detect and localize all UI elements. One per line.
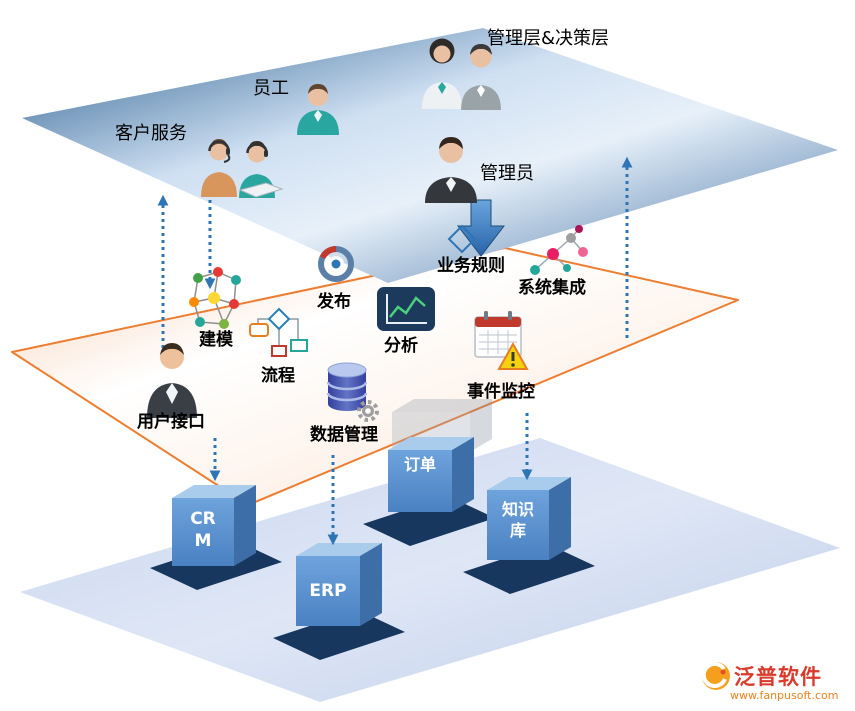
middle-layer-sheet [11, 247, 739, 506]
brand-url: www.fanpusoft.com [730, 689, 839, 702]
label-business-rules: 业务规则 [437, 256, 505, 276]
order-cube [388, 437, 474, 512]
label-data-management: 数据管理 [310, 425, 378, 445]
kb-cube [487, 477, 571, 560]
label-process: 流程 [261, 366, 295, 386]
brand-logo-icon [700, 660, 732, 692]
admin-person-icon [418, 132, 484, 204]
modeling-icon [183, 262, 249, 332]
event-monitor-calendar-icon [472, 308, 530, 372]
label-user-interface: 用户接口 [137, 412, 205, 432]
order-cube-shadow [363, 496, 495, 546]
customer-service-people-icon [194, 132, 290, 198]
user-interface-person-icon [142, 338, 202, 420]
label-system-integration: 系统集成 [518, 278, 586, 298]
process-icon [248, 306, 310, 364]
kb-cube-label: 知识库 [501, 500, 534, 540]
staff-person-icon [293, 80, 343, 136]
top-layer-sheet [22, 28, 838, 283]
label-admin: 管理员 [480, 163, 534, 184]
label-modeling: 建模 [199, 330, 233, 350]
publish-icon [316, 244, 356, 284]
flow-down-arrow-icon [447, 199, 506, 257]
kb-cube-shadow [463, 544, 595, 594]
label-management-layer: 管理层&决策层 [487, 28, 610, 49]
label-event-monitoring: 事件监控 [467, 382, 535, 402]
label-staff: 员工 [253, 78, 289, 99]
management-people-icon [414, 34, 510, 110]
integration-icon [522, 222, 590, 282]
erp-cube-label: ERP [309, 581, 347, 601]
ghost-cube [392, 399, 492, 452]
bottom-layer-sheet [20, 438, 840, 702]
analysis-chart-icon [377, 287, 435, 331]
brand-name: 泛普软件 [734, 665, 822, 689]
label-publish: 发布 [317, 292, 351, 312]
order-cube-label: 订单 [403, 455, 436, 474]
database-icon [320, 360, 382, 424]
crm-cube-label: CRM [190, 509, 216, 552]
crm-cube [172, 485, 256, 566]
dotted-arrows [157, 156, 633, 546]
label-customer-service: 客户服务 [115, 123, 187, 144]
erp-cube-shadow [273, 610, 405, 660]
label-analysis: 分析 [384, 336, 418, 356]
erp-cube [296, 543, 382, 626]
